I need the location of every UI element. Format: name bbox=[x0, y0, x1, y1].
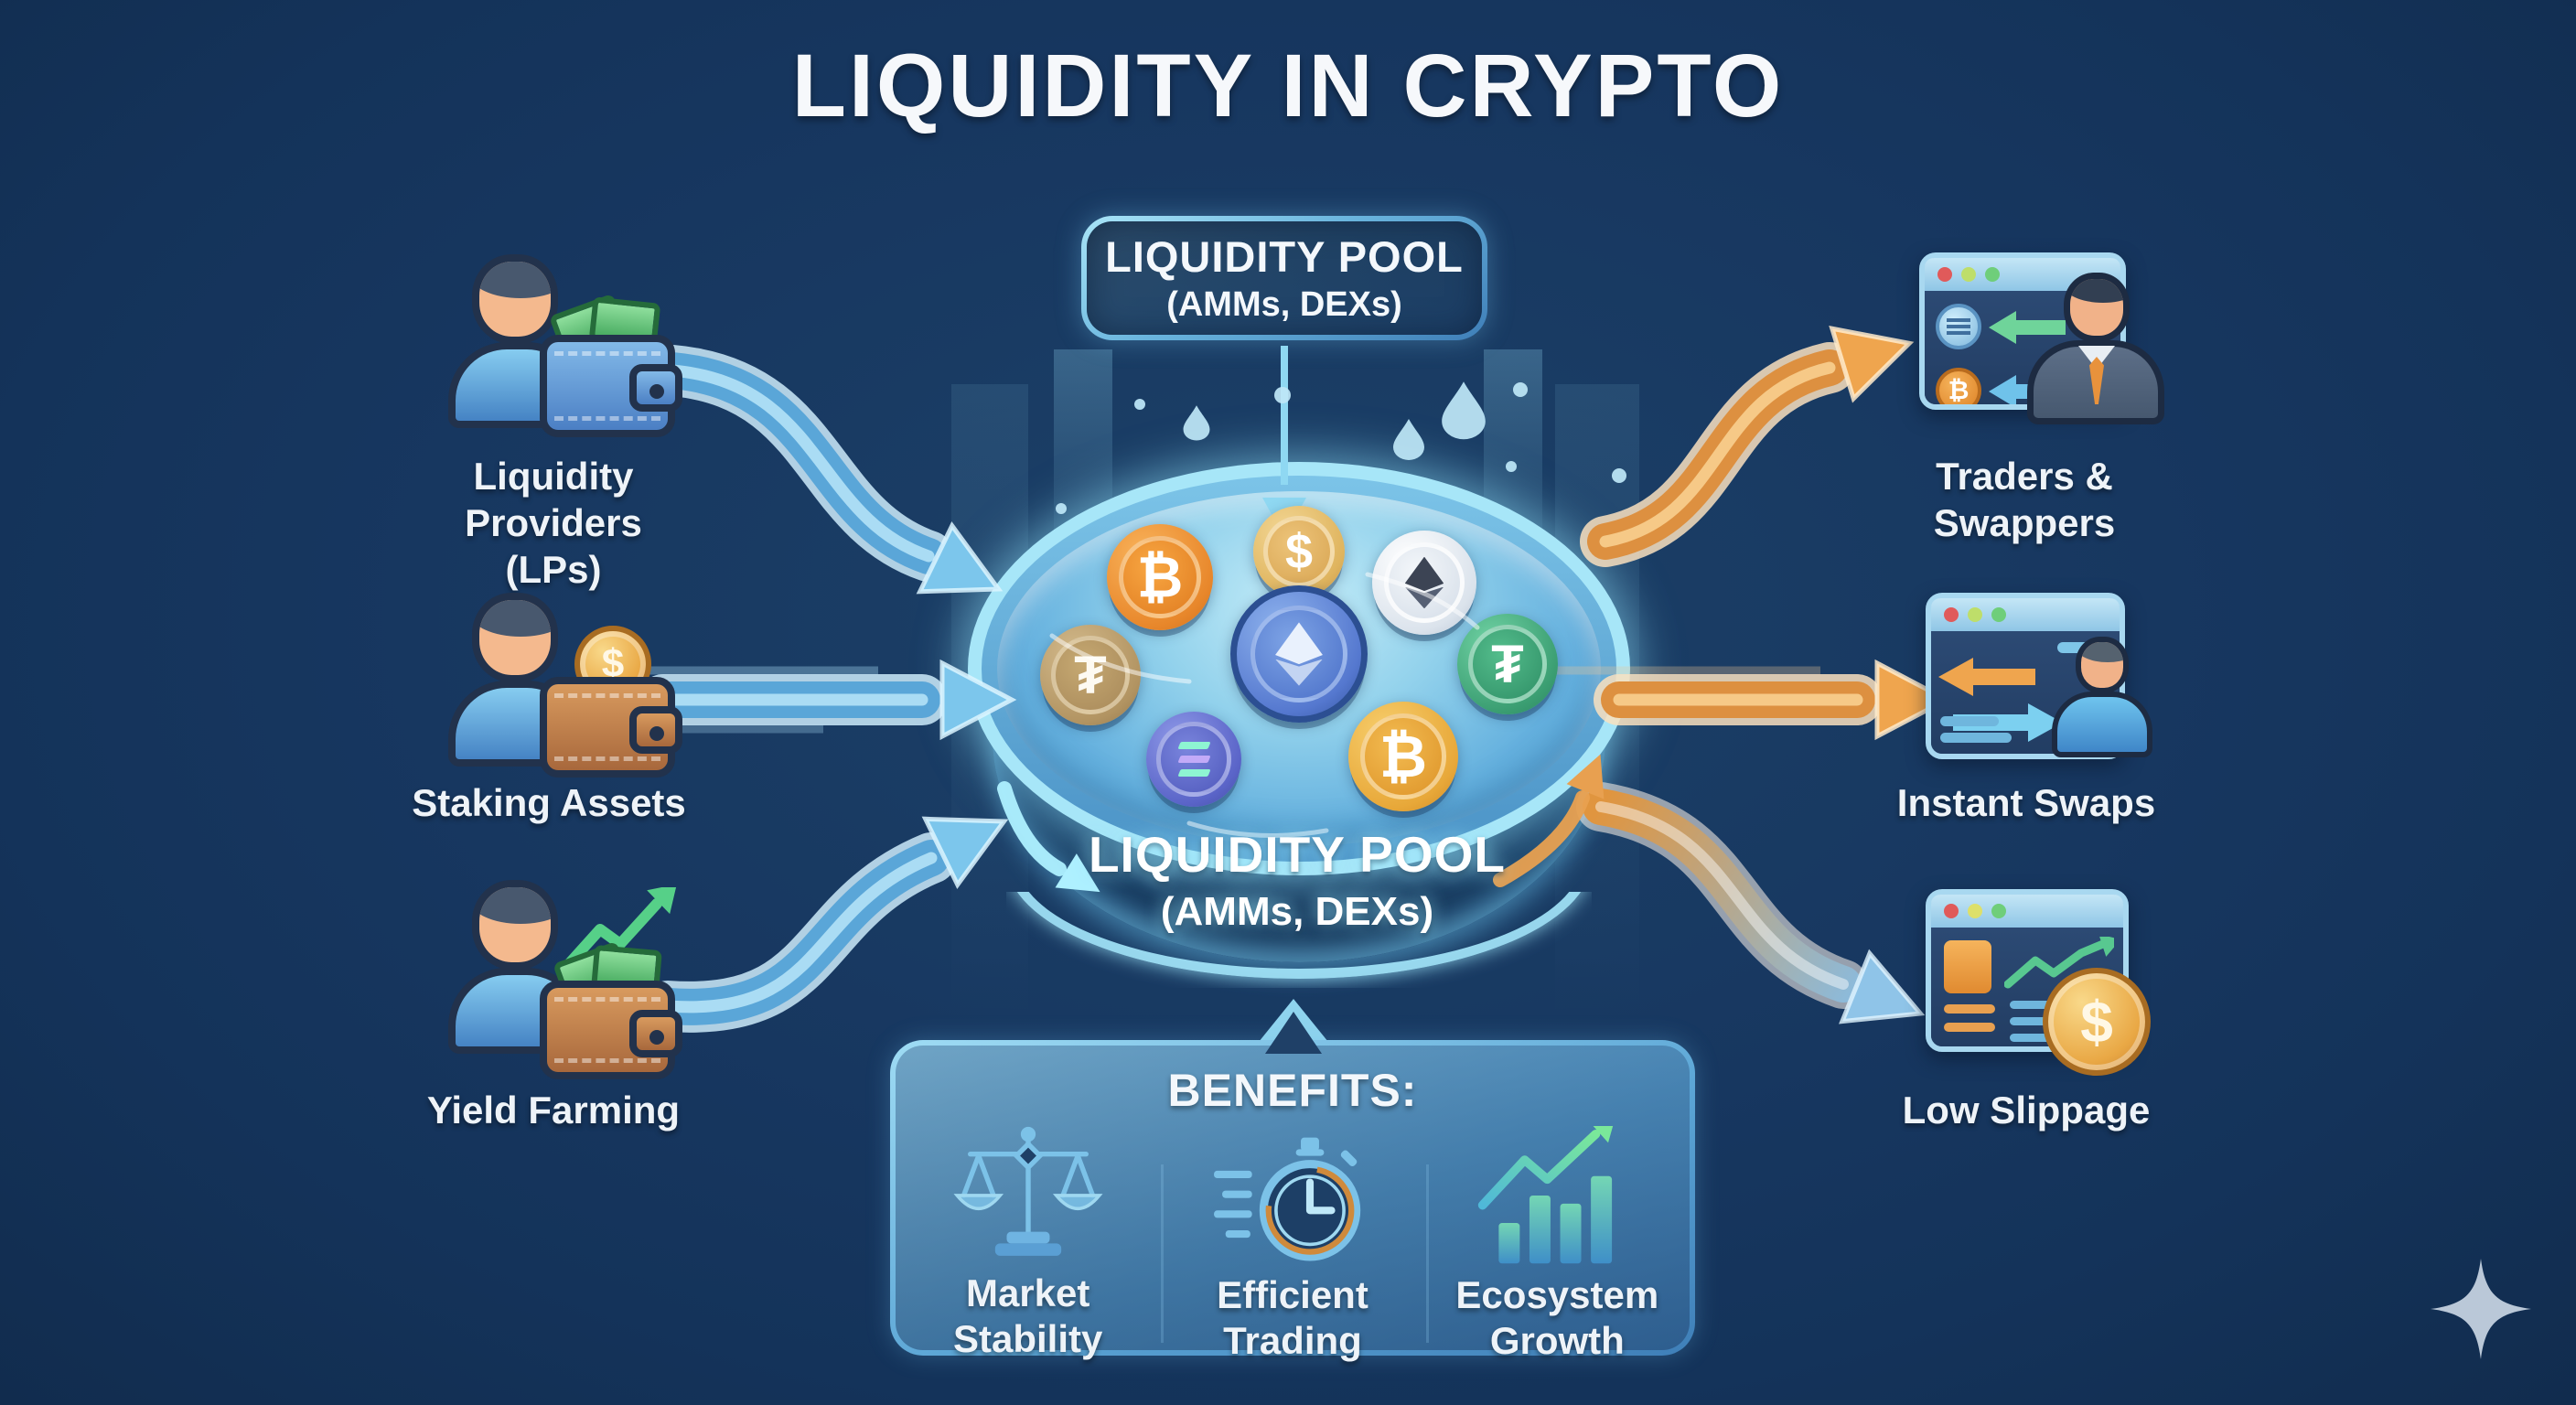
stopwatch-icon bbox=[1214, 1137, 1361, 1261]
swap-arrow-left-orange bbox=[1938, 658, 2035, 696]
wallet-icon bbox=[540, 677, 682, 778]
window-dot-yellow bbox=[1961, 267, 1976, 282]
low-slippage-icon: $ bbox=[1926, 889, 2182, 1086]
user-icon bbox=[2052, 637, 2152, 765]
label-yield-farming: Yield Farming bbox=[426, 1089, 681, 1132]
bitcoin-icon: ₿ bbox=[1936, 368, 1981, 404]
benefits-box: BENEFITS: bbox=[890, 1040, 1695, 1362]
label-traders-swappers: Traders & Swappers bbox=[1933, 455, 2116, 545]
window-dot-yellow bbox=[1968, 607, 1982, 622]
divider bbox=[1161, 1164, 1164, 1343]
coin-bitcoin-gold: ₿ bbox=[1348, 702, 1458, 811]
wallet-icon bbox=[540, 981, 682, 1079]
growth-arrow-icon bbox=[562, 887, 677, 971]
liquidity-pool-box-line2: (AMMs, DEXs) bbox=[1166, 285, 1402, 324]
page-title: LIQUIDITY IN CRYPTO bbox=[791, 36, 1785, 135]
wallet-icon bbox=[540, 335, 682, 437]
swap-arrow-right-blue bbox=[1953, 703, 2063, 742]
businessman-icon bbox=[2027, 273, 2164, 437]
label-liquidity-providers: Liquidity Providers (LPs) bbox=[465, 455, 642, 592]
benefit-ecosystem-growth: Ecosystem Growth bbox=[1425, 1126, 1690, 1362]
arrow-pool-to-traders bbox=[1580, 326, 1915, 567]
coin-tether-green: ₮ bbox=[1457, 614, 1558, 714]
window-dot-red bbox=[1944, 904, 1959, 918]
ui-line bbox=[1944, 1023, 1995, 1032]
coin-bitcoin-orange: ₿ bbox=[1107, 524, 1213, 630]
browser-titlebar bbox=[1931, 895, 2123, 928]
window-dot-green bbox=[1991, 904, 2006, 918]
liquidity-pool-box-line1: LIQUIDITY POOL bbox=[1105, 232, 1464, 281]
dollar-coin-icon: $ bbox=[2043, 968, 2151, 1076]
divider bbox=[1426, 1164, 1429, 1343]
arrow-pool-to-low-slippage bbox=[1576, 782, 1926, 1024]
instant-swaps-icon bbox=[1926, 593, 2163, 776]
liquidity-pool-title-box: LIQUIDITY POOL (AMMs, DEXs) bbox=[1081, 216, 1487, 340]
window-dot-red bbox=[1944, 607, 1959, 622]
pool-front-label-line1: LIQUIDITY POOL bbox=[1088, 826, 1507, 883]
benefit-market-stability: Market Stability bbox=[896, 1126, 1160, 1360]
traders-swappers-icon: ₿ bbox=[1919, 252, 2164, 445]
label-instant-swaps: Instant Swaps bbox=[1896, 781, 2156, 824]
benefits-title: BENEFITS: bbox=[1167, 1065, 1418, 1116]
circulation-arrow-orange bbox=[1493, 754, 1605, 887]
circulation-arrow-cyan bbox=[997, 781, 1100, 893]
swap-arrow-left-green bbox=[1989, 311, 2066, 344]
liquidity-providers-icon bbox=[448, 254, 686, 442]
label-staking-assets: Staking Assets bbox=[412, 781, 686, 824]
growth-chart-icon bbox=[1478, 1126, 1615, 1264]
window-dot-green bbox=[1991, 607, 2006, 622]
coin-solana bbox=[1146, 712, 1241, 807]
staking-assets-icon: $ bbox=[448, 593, 686, 780]
benefit-efficient-trading: Efficient Trading bbox=[1160, 1126, 1424, 1362]
window-dot-green bbox=[1985, 267, 2000, 282]
benefits-notch-fill bbox=[1265, 1012, 1322, 1054]
arrow-pool-to-instant-swaps bbox=[1555, 659, 1952, 741]
arrow-yield-to-pool bbox=[642, 816, 1009, 1033]
ui-line bbox=[1944, 1004, 1995, 1014]
panel-block bbox=[1944, 940, 1991, 993]
arrow-lps-to-pool bbox=[647, 345, 1004, 595]
ui-line bbox=[1940, 733, 2012, 743]
yield-farming-icon bbox=[448, 880, 704, 1081]
ui-line bbox=[1940, 716, 1999, 726]
balance-scale-icon bbox=[953, 1126, 1103, 1256]
label-low-slippage: Low Slippage bbox=[1902, 1089, 2151, 1132]
pool-front-label-line2: (AMMs, DEXs) bbox=[1160, 889, 1434, 934]
pool-bottom-rim bbox=[1006, 892, 1592, 988]
water-droplet-icons bbox=[1056, 381, 1626, 514]
altcoin-icon bbox=[1936, 304, 1981, 349]
window-dot-red bbox=[1937, 267, 1952, 282]
browser-titlebar bbox=[1931, 598, 2120, 631]
trend-line-icon bbox=[2004, 937, 2114, 989]
water-ripples bbox=[1049, 572, 1480, 838]
coin-dollar-gold: $ bbox=[1253, 506, 1345, 597]
window-dot-yellow bbox=[1968, 904, 1982, 918]
coin-ethereum-blue bbox=[1230, 585, 1368, 723]
pool-front-label: LIQUIDITY POOL (AMMs, DEXs) bbox=[1023, 825, 1572, 935]
person-icon bbox=[448, 880, 585, 1054]
sparkle-icon bbox=[2431, 1259, 2531, 1359]
